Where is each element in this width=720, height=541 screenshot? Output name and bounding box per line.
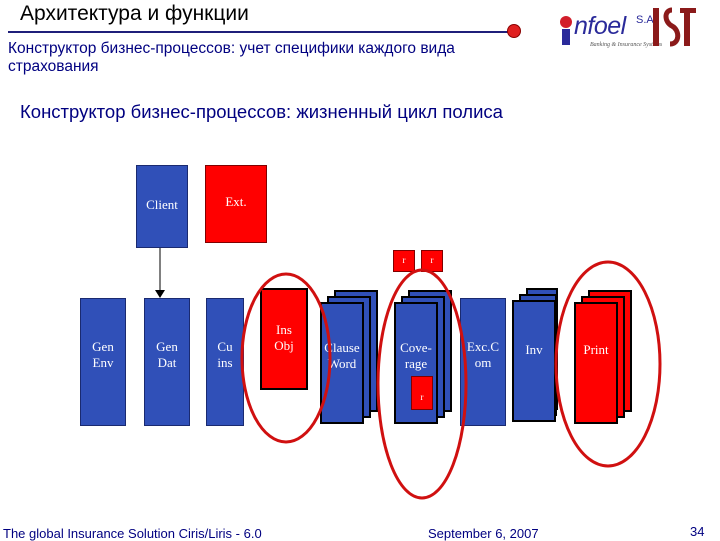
footer-date: September 6, 2007 <box>428 526 539 541</box>
logo-tagline: Banking & Insurance Systems <box>590 42 663 48</box>
coverage-highlight <box>376 268 468 500</box>
exc-com-label-1: Exc.C <box>466 339 500 354</box>
clause-word-label-2: Word <box>327 356 357 371</box>
small-r-label: r <box>430 255 434 265</box>
page-number: 34 <box>690 524 705 539</box>
logo-suffix: S.A. <box>636 14 657 26</box>
coverage-label-2: rage <box>404 356 428 371</box>
infoel-logo-icon <box>560 16 572 45</box>
clause-word-label-1: Clause <box>324 340 360 355</box>
exc-com-label-2: om <box>474 355 492 370</box>
gen-env-label-2: Env <box>92 355 114 370</box>
logo-brand: nfoel <box>574 12 626 40</box>
ext-label: Ext. <box>225 194 247 209</box>
connector-arrowhead <box>155 290 165 298</box>
small-r-box[interactable]: r <box>411 376 433 410</box>
small-r-label: r <box>420 392 424 402</box>
cu-ins-label-1: Cu <box>217 339 233 354</box>
inv-box[interactable]: Inv <box>512 300 556 422</box>
print-box[interactable]: Print <box>574 302 618 424</box>
small-r-label: r <box>402 255 406 265</box>
cu-ins-label-2: ins <box>217 355 233 370</box>
title-rule <box>8 31 514 33</box>
inv-label: Inv <box>525 342 543 357</box>
ist-logo-icon <box>653 7 696 47</box>
gen-env-box[interactable]: Gen Env <box>80 298 126 426</box>
small-r-box[interactable]: r <box>393 250 415 272</box>
coverage-label-1: Cove- <box>400 340 432 355</box>
gen-dat-label-1: Gen <box>156 339 178 354</box>
client-box[interactable]: Client <box>136 165 188 248</box>
ins-obj-label-1: Ins <box>276 322 292 337</box>
gen-dat-box[interactable]: Gen Dat <box>144 298 190 426</box>
print-highlight <box>554 260 662 468</box>
section-heading: Конструктор бизнес-процессов: жизненный … <box>20 101 503 122</box>
cu-ins-box[interactable]: Cu ins <box>206 298 244 426</box>
rule-end-dot <box>507 24 521 38</box>
exc-com-box[interactable]: Exc.C om <box>460 298 506 426</box>
ins-obj-label-2: Obj <box>274 338 294 353</box>
ext-box[interactable]: Ext. <box>205 165 267 243</box>
page-title: Архитектура и функции <box>20 2 249 25</box>
gen-env-label-1: Gen <box>92 339 114 354</box>
footer-text: The global Insurance Solution Ciris/Liri… <box>3 526 262 541</box>
print-label: Print <box>583 342 609 357</box>
gen-dat-label-2: Dat <box>157 355 177 370</box>
page-subtitle: Конструктор бизнес-процессов: учет специ… <box>8 40 455 75</box>
ins-obj-box[interactable]: Ins Obj <box>260 288 308 390</box>
ins-obj-highlight <box>240 272 332 444</box>
client-label: Client <box>146 197 178 212</box>
